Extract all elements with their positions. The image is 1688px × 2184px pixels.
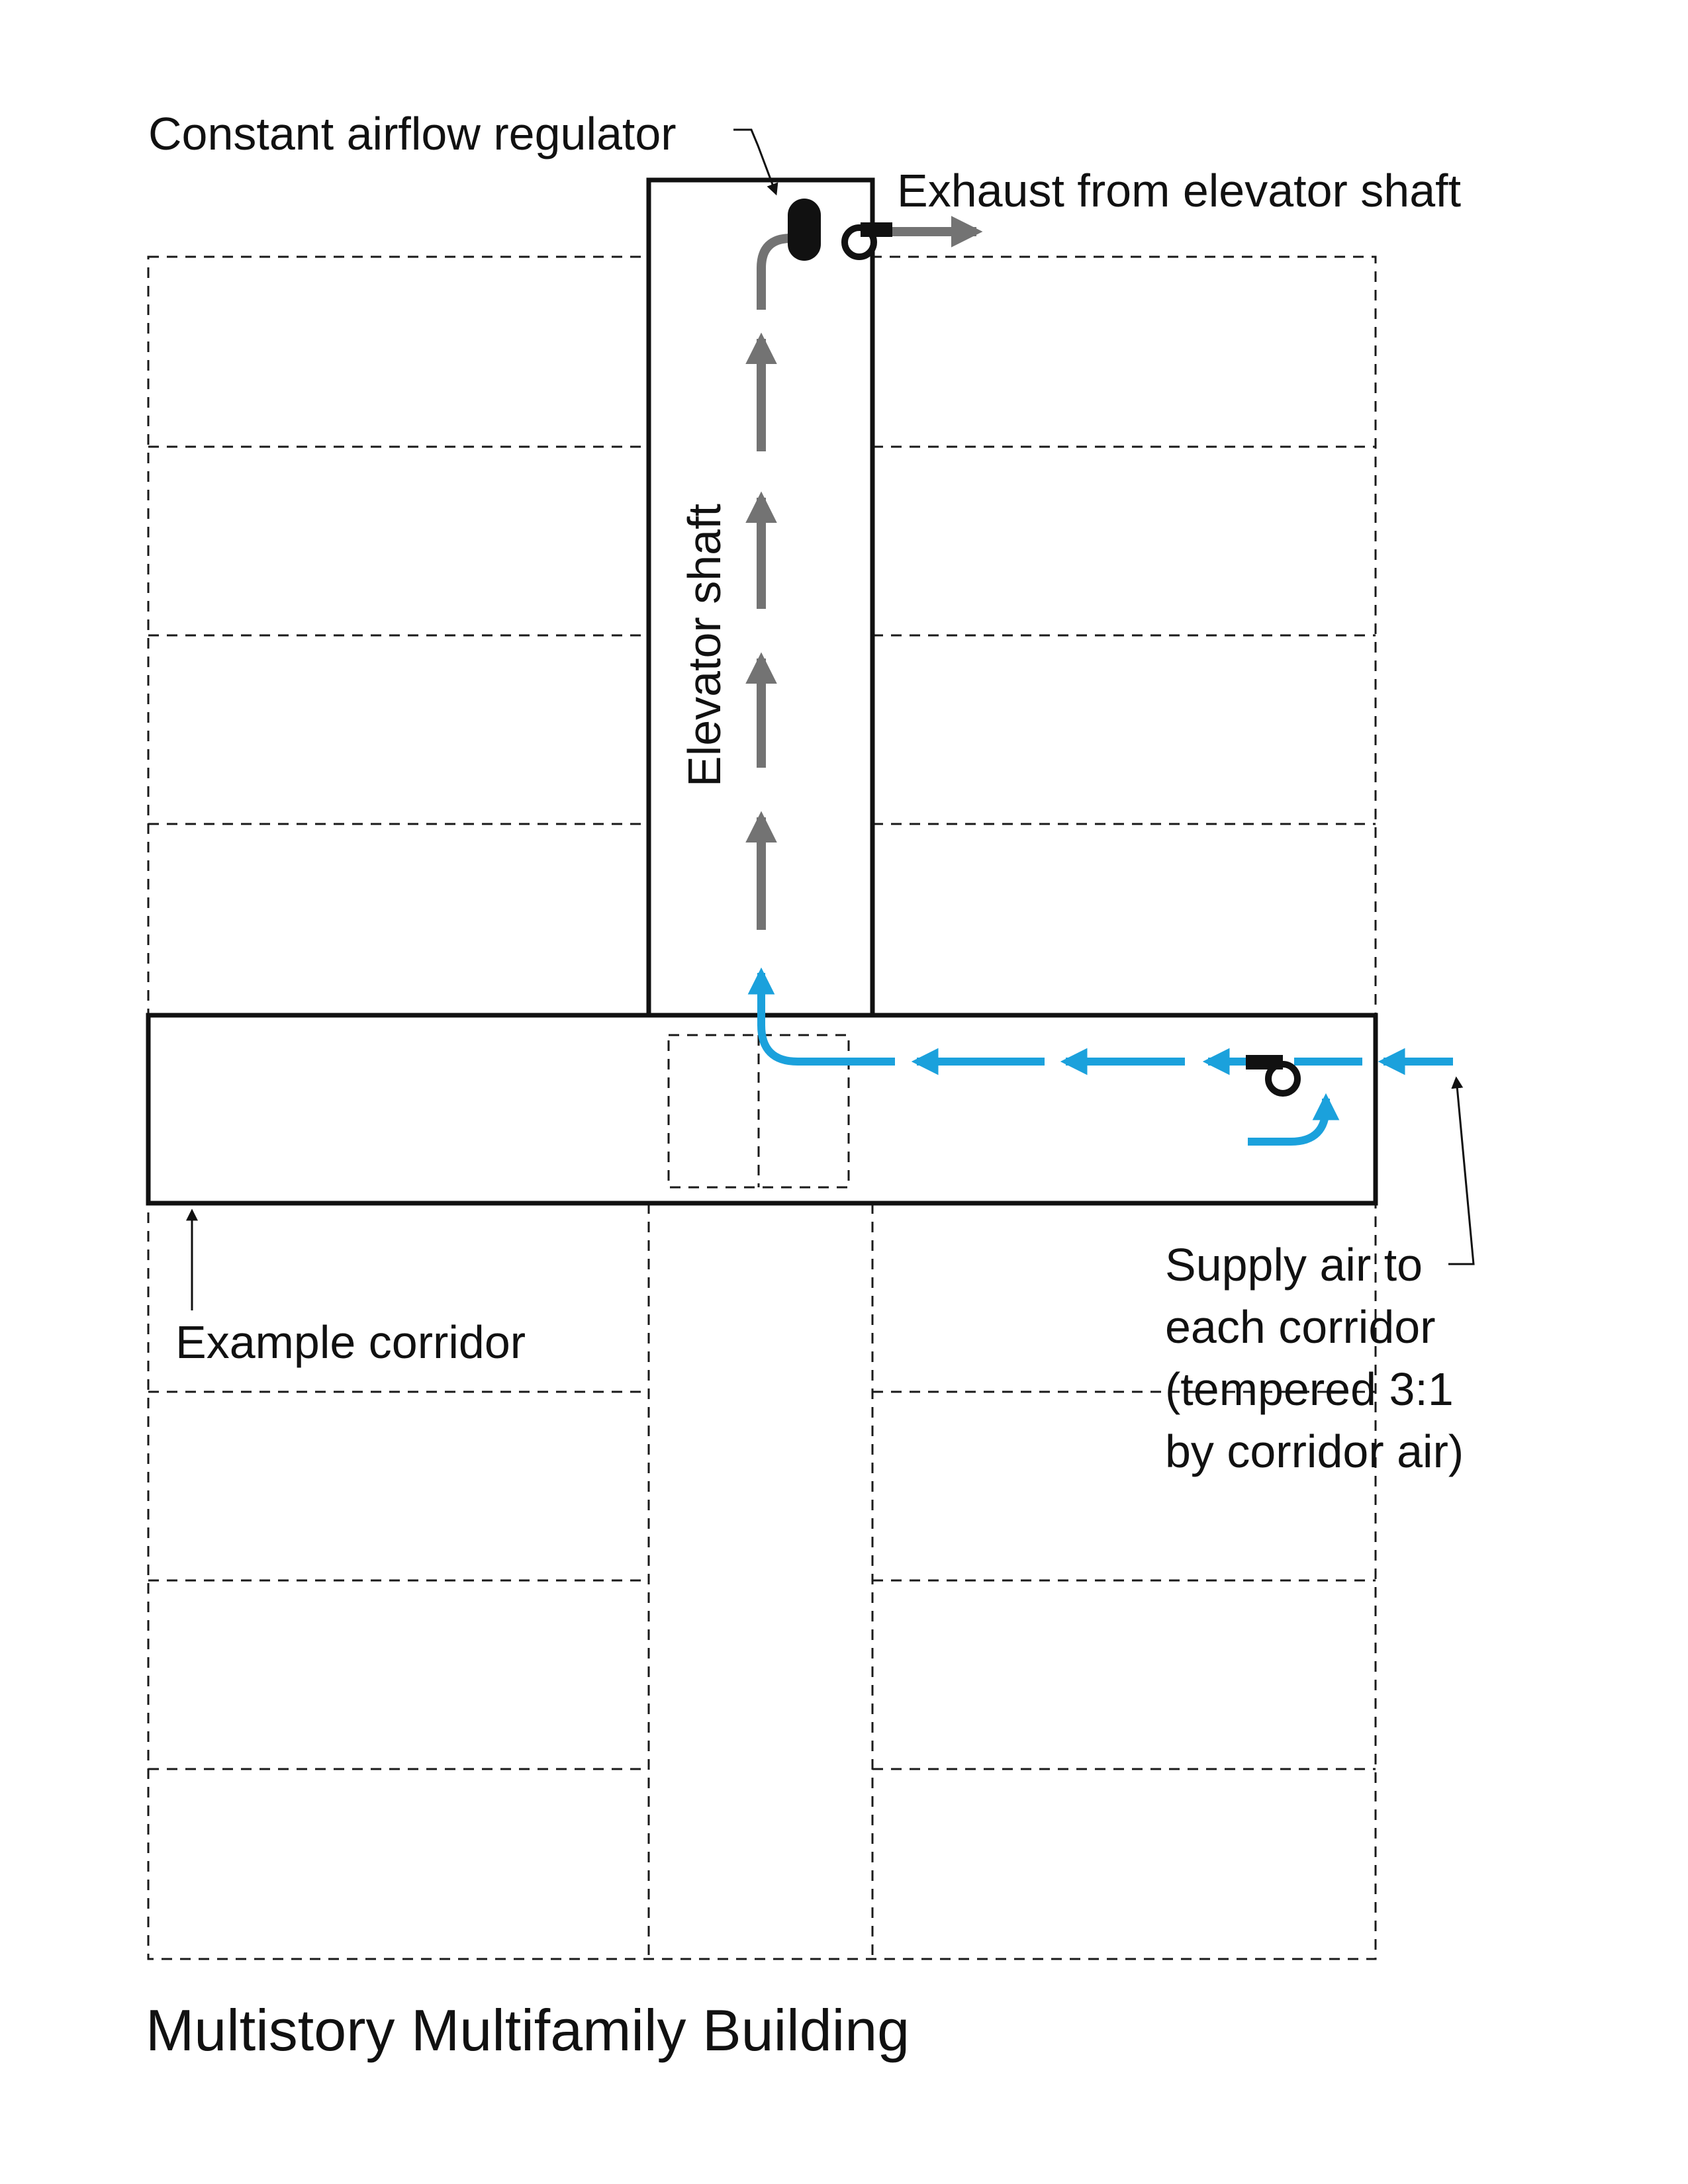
diagram-title: Multistory Multifamily Building (146, 1997, 910, 2063)
supply-turn-arrow (747, 967, 895, 1066)
airflow-regulator-icon (788, 199, 821, 261)
supply-label-line-1: Supply air to (1165, 1239, 1423, 1291)
corridor-label: Example corridor (175, 1316, 526, 1368)
elevator-doors (667, 1034, 850, 1189)
exhaust-label: Exhaust from elevator shaft (897, 165, 1461, 216)
fan-icon (1246, 1055, 1301, 1097)
regulator-leader (733, 128, 778, 196)
supply-intake-arrow (1248, 1093, 1340, 1146)
supply-leader (1448, 1076, 1475, 1265)
supply-label-line-3: (tempered 3:1 (1165, 1363, 1454, 1415)
supply-label-line-4: by corridor air) (1165, 1426, 1464, 1477)
fan-icon (841, 222, 892, 260)
shaft-label: Elevator shaft (679, 504, 730, 787)
regulator-label: Constant airflow regulator (148, 108, 677, 159)
supply-label-line-2: each corridor (1165, 1301, 1436, 1353)
